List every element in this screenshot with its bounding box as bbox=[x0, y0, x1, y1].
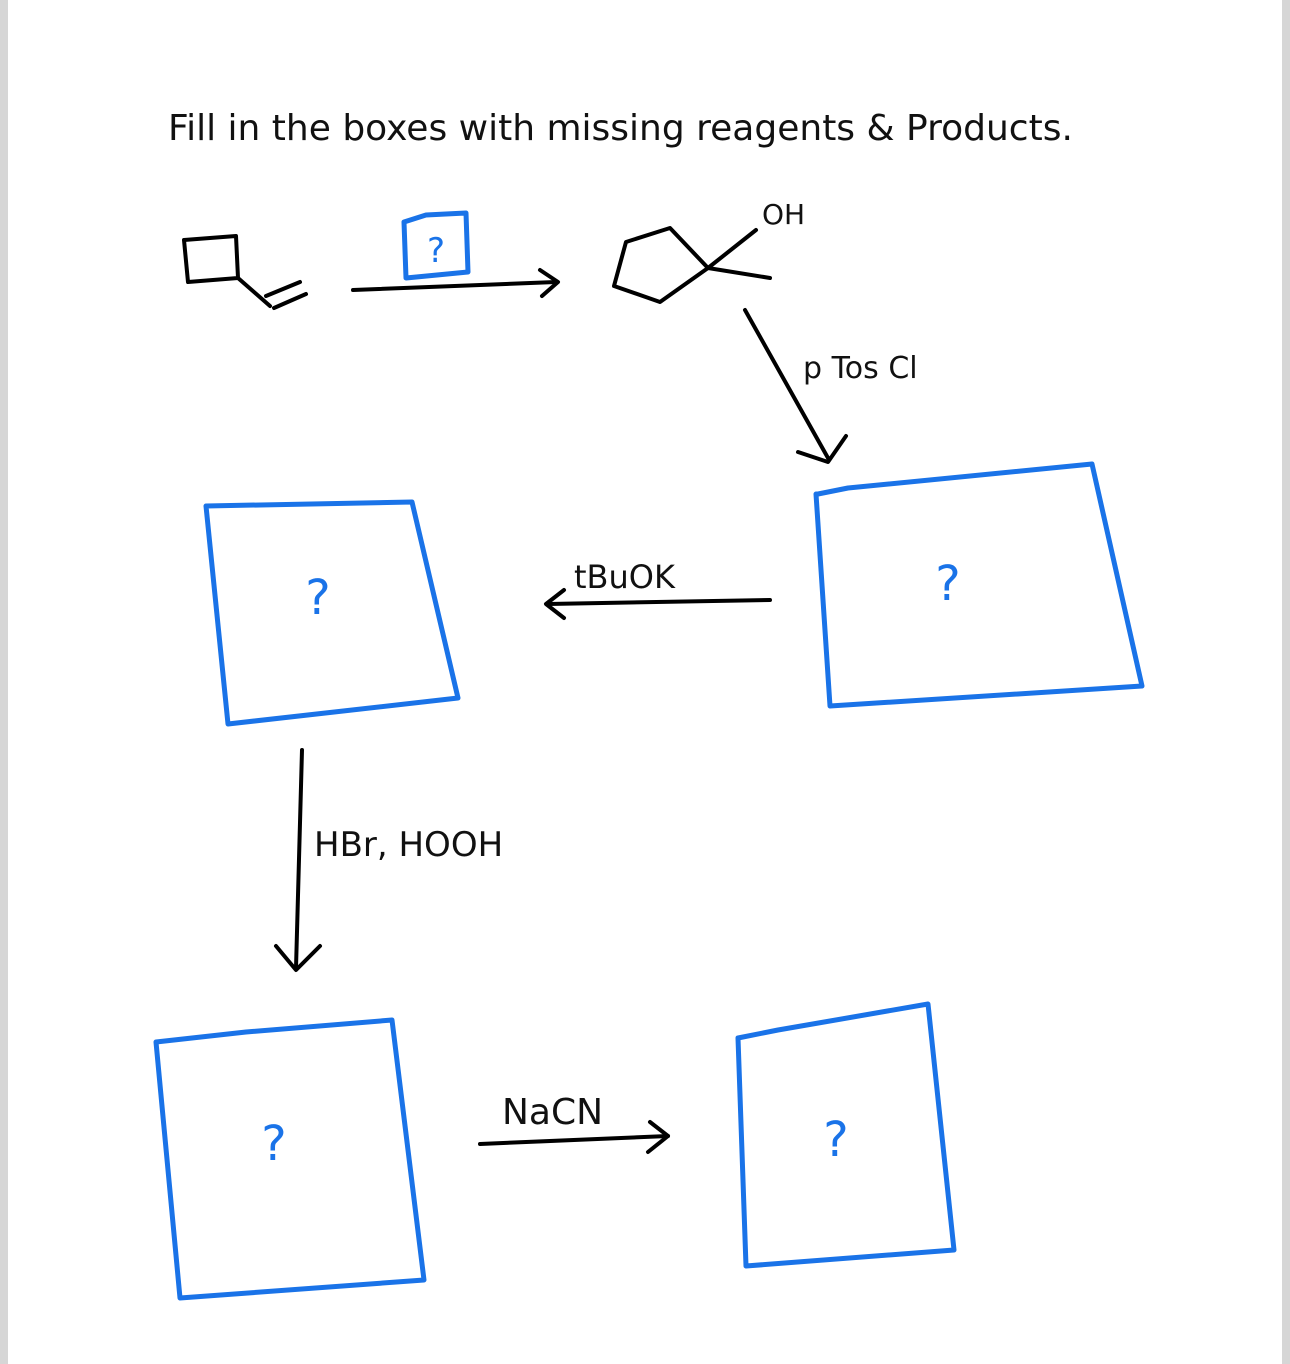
oh-label: OH bbox=[762, 198, 805, 231]
arrow-step3 bbox=[544, 588, 772, 620]
box-alkene[interactable]: ? bbox=[203, 499, 461, 727]
arrow-step4 bbox=[274, 748, 322, 972]
box-tosylate[interactable]: ? bbox=[813, 461, 1145, 709]
question-mark: ? bbox=[823, 1112, 848, 1168]
arrow-step2 bbox=[743, 308, 848, 464]
start-structure-vinylcyclobutane bbox=[182, 234, 308, 310]
arrow-step5 bbox=[478, 1120, 670, 1154]
reaction-scheme: Fill in the boxes with missing reagents … bbox=[153, 108, 1145, 1301]
question-mark: ? bbox=[261, 1116, 286, 1172]
alcohol-structure: OH bbox=[612, 198, 805, 304]
question-mark: ? bbox=[305, 570, 330, 626]
instruction-text: Fill in the boxes with missing reagents … bbox=[168, 108, 1073, 149]
reagent-box-step1[interactable]: ? bbox=[401, 210, 471, 281]
box-nitrile[interactable]: ? bbox=[735, 1001, 957, 1269]
reagent-step2: p Tos Cl bbox=[803, 351, 918, 386]
arrow-step1 bbox=[351, 268, 560, 298]
reagent-step5: NaCN bbox=[502, 1092, 603, 1133]
worksheet-page: Fill in the boxes with missing reagents … bbox=[8, 0, 1282, 1364]
reagent-step3: tBuOK bbox=[574, 558, 676, 596]
question-mark: ? bbox=[935, 556, 960, 612]
question-mark: ? bbox=[427, 231, 445, 271]
box-bromide[interactable]: ? bbox=[153, 1017, 427, 1301]
reagent-step4: HBr, HOOH bbox=[314, 825, 503, 865]
